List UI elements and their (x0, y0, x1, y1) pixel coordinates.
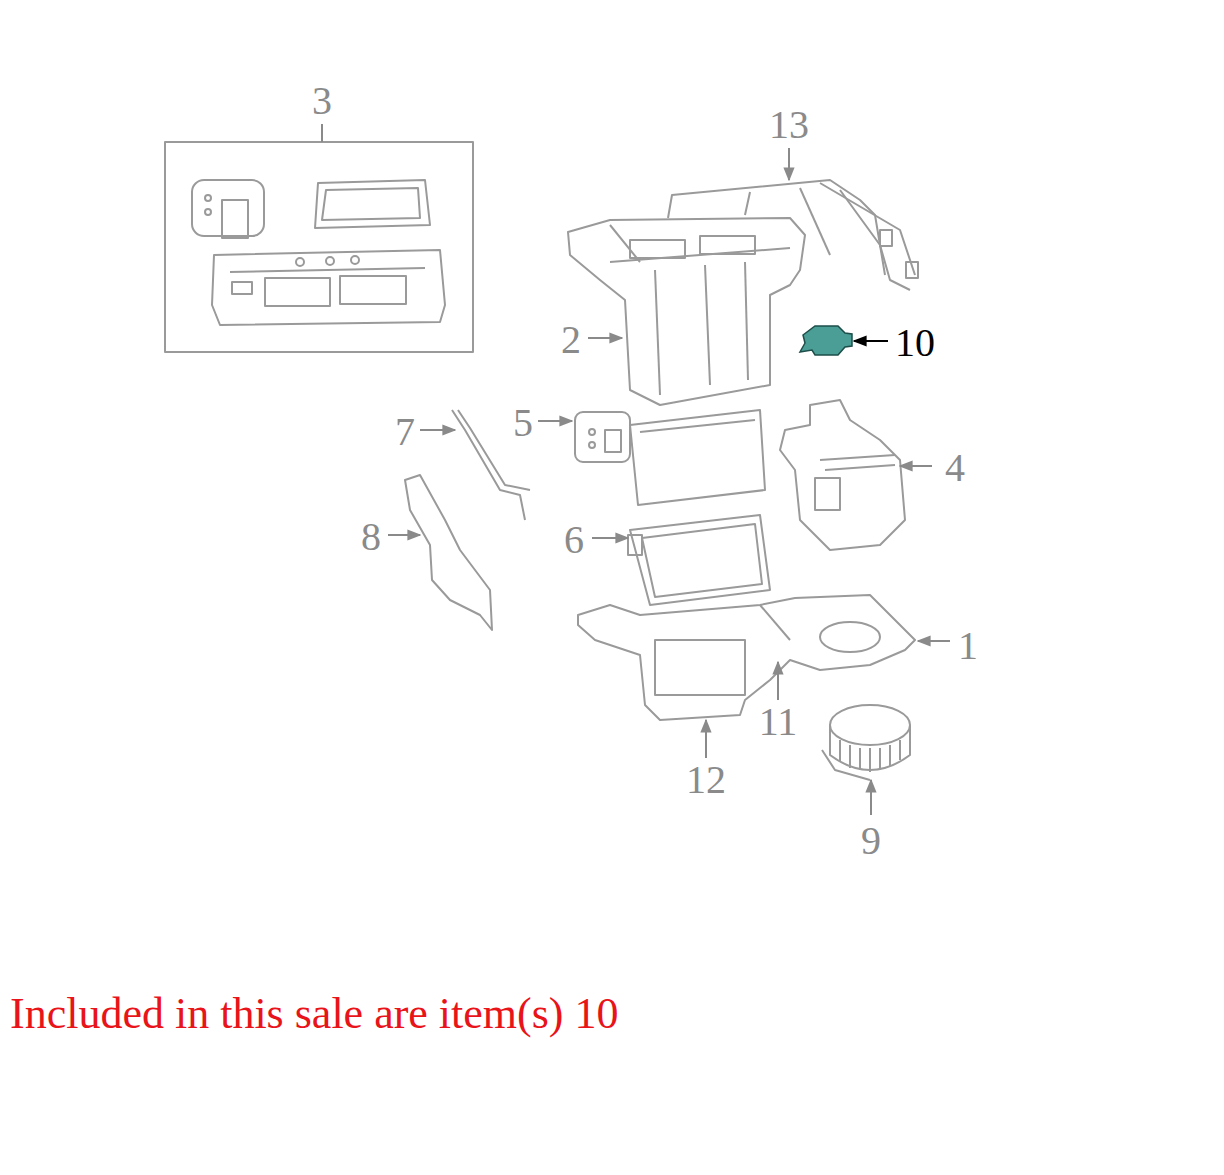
callout-number: 3 (312, 81, 332, 121)
callout-number: 4 (945, 448, 965, 488)
callout-number: 10 (895, 323, 935, 363)
callout-number: 12 (686, 760, 726, 800)
callout-number: 5 (513, 403, 533, 443)
callout-number: 11 (759, 702, 798, 742)
callout-number: 13 (769, 105, 809, 145)
callout-number: 1 (958, 626, 978, 666)
callout-number: 7 (395, 412, 415, 452)
callout-number: 2 (561, 320, 581, 360)
callout-number: 6 (564, 520, 584, 560)
callout-number: 9 (861, 821, 881, 861)
callout-number: 8 (361, 517, 381, 557)
sale-caption: Included in this sale are item(s) 10 (10, 990, 618, 1038)
